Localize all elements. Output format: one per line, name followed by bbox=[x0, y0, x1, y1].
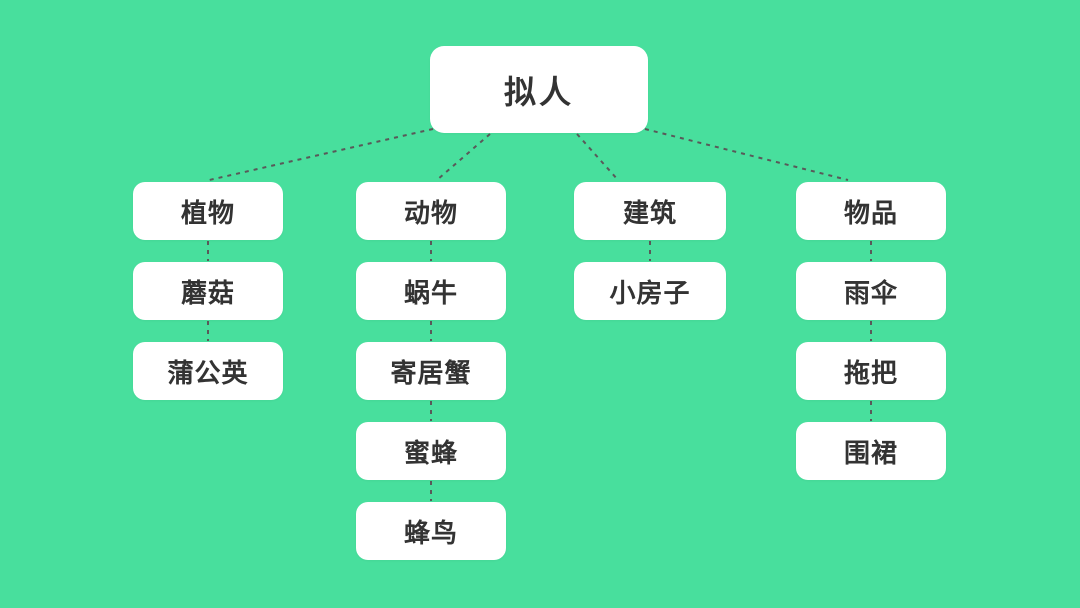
node-label: 蒲公英 bbox=[167, 357, 249, 388]
connector-root-animals bbox=[436, 133, 491, 181]
node-child-umbrella[interactable]: 雨伞 bbox=[796, 262, 946, 320]
node-branch-objects[interactable]: 物品 bbox=[796, 182, 946, 240]
node-child-hermit-crab[interactable]: 寄居蟹 bbox=[356, 342, 506, 400]
node-child-mop[interactable]: 拖把 bbox=[796, 342, 946, 400]
node-label: 小房子 bbox=[609, 277, 691, 308]
node-branch-plants[interactable]: 植物 bbox=[133, 182, 283, 240]
node-label: 物品 bbox=[843, 197, 898, 228]
node-label: 雨伞 bbox=[843, 277, 898, 308]
node-label: 蘑菇 bbox=[180, 277, 235, 308]
node-child-mushroom[interactable]: 蘑菇 bbox=[133, 262, 283, 320]
node-label: 蜂鸟 bbox=[403, 517, 458, 548]
node-branch-building[interactable]: 建筑 bbox=[574, 182, 726, 240]
node-label: 植物 bbox=[180, 197, 235, 228]
node-child-bee[interactable]: 蜜蜂 bbox=[356, 422, 506, 480]
connector-root-building bbox=[576, 133, 619, 181]
node-label: 动物 bbox=[403, 197, 458, 228]
node-child-snail[interactable]: 蜗牛 bbox=[356, 262, 506, 320]
node-label: 建筑 bbox=[622, 197, 677, 228]
connector-root-objects bbox=[644, 128, 849, 181]
node-label: 围裙 bbox=[843, 437, 898, 468]
connector-root-plants bbox=[204, 128, 434, 182]
node-child-apron[interactable]: 围裙 bbox=[796, 422, 946, 480]
node-child-small-house[interactable]: 小房子 bbox=[574, 262, 726, 320]
node-label: 拟人 bbox=[503, 73, 574, 110]
node-label: 蜗牛 bbox=[403, 277, 458, 308]
node-child-dandelion[interactable]: 蒲公英 bbox=[133, 342, 283, 400]
node-child-hummingbird[interactable]: 蜂鸟 bbox=[356, 502, 506, 560]
node-label: 拖把 bbox=[843, 357, 898, 388]
node-root-personification[interactable]: 拟人 bbox=[430, 46, 648, 133]
node-branch-animals[interactable]: 动物 bbox=[356, 182, 506, 240]
node-label: 蜜蜂 bbox=[403, 437, 458, 468]
node-label: 寄居蟹 bbox=[390, 357, 472, 388]
